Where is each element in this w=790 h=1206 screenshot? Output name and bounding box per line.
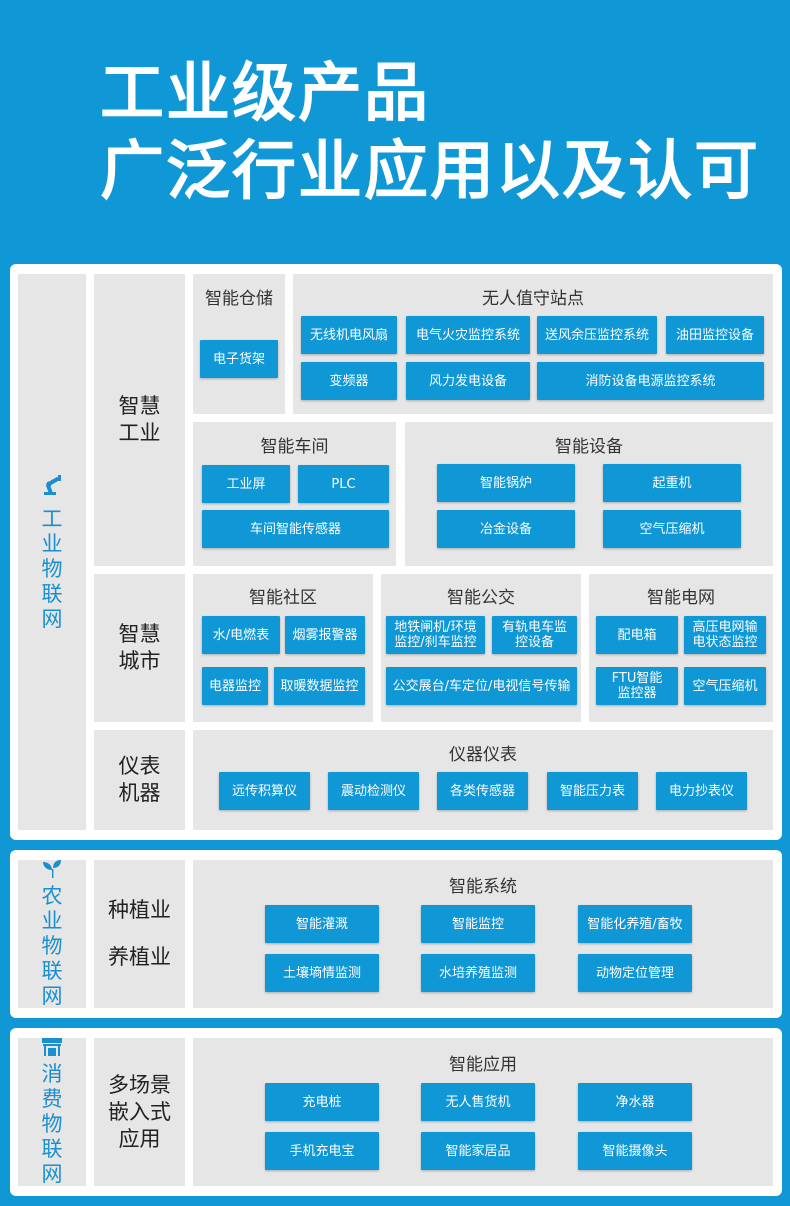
smart-city-category: 智慧城市 — [94, 574, 185, 722]
agriculture-iot-side: 农业物联网 — [18, 859, 86, 1008]
item-button[interactable]: 净水器 — [578, 1083, 692, 1121]
industrial-iot-panel: 工业物联网 智慧工业 智能仓储 电子货架 无人值守站点 无线机电风扇 电气火灾监… — [10, 264, 782, 840]
item-button[interactable]: 手机充电宝 — [265, 1132, 379, 1170]
unattended-title: 无人值守站点 — [482, 289, 584, 309]
item-button[interactable]: 水/电燃表 — [202, 616, 280, 654]
industrial-iot-side: 工业物联网 — [18, 274, 86, 830]
item-button[interactable]: 取暖数据监控 — [274, 667, 365, 705]
item-button[interactable]: 电力抄表仪 — [656, 772, 747, 810]
agriculture-category: 种植业 养植业 — [94, 860, 185, 1008]
item-button[interactable]: 空气压缩机 — [684, 667, 766, 705]
equipment-section: 智能设备 智能锅炉 起重机 冶金设备 空气压缩机 — [405, 422, 773, 566]
item-button[interactable]: 起重机 — [603, 464, 741, 502]
consumer-iot-label: 消费物联网 — [41, 1061, 63, 1186]
item-button[interactable]: 充电桩 — [265, 1083, 379, 1121]
grid-section: 智能电网 配电箱 高压电网输电状态监控 FTU智能监控器 空气压缩机 — [589, 574, 773, 722]
item-button[interactable]: 地铁闸机/环境监控/刹车监控 — [386, 616, 485, 654]
instruments-title: 仪器仪表 — [449, 745, 517, 765]
agri-system-section: 智能系统 智能灌溉 智能监控 智能化养殖/畜牧 土壤墒情监测 水培养殖监测 动物… — [193, 860, 773, 1008]
item-button[interactable]: 空气压缩机 — [603, 510, 741, 548]
bus-section: 智能公交 地铁闸机/环境监控/刹车监控 有轨电车监控设备 公交展台/车定位/电视… — [381, 574, 581, 722]
item-button[interactable]: 震动检测仪 — [328, 772, 419, 810]
item-button[interactable]: 电器监控 — [202, 667, 268, 705]
item-button[interactable]: 动物定位管理 — [578, 954, 692, 992]
item-button[interactable]: 电气火灾监控系统 — [406, 316, 530, 354]
item-button[interactable]: 无线机电风扇 — [301, 316, 397, 354]
item-button[interactable]: PLC — [298, 465, 389, 503]
unattended-section: 无人值守站点 无线机电风扇 电气火灾监控系统 送风余压监控系统 油田监控设备 变… — [293, 274, 773, 414]
community-section: 智能社区 水/电燃表 烟雾报警器 电器监控 取暖数据监控 — [193, 574, 373, 722]
instruments-category: 仪表机器 — [94, 730, 185, 830]
item-button[interactable]: 风力发电设备 — [406, 362, 530, 400]
item-button[interactable]: 电子货架 — [200, 340, 278, 378]
item-button[interactable]: 智能化养殖/畜牧 — [578, 905, 692, 943]
headline-line-2: 广泛行业应用以及认可 — [100, 135, 760, 209]
industrial-iot-label: 工业物联网 — [41, 506, 63, 631]
item-button[interactable]: 车间智能传感器 — [202, 510, 389, 548]
item-button[interactable]: 工业屏 — [202, 465, 290, 503]
item-button[interactable]: 油田监控设备 — [666, 316, 764, 354]
workshop-section: 智能车间 工业屏 PLC 车间智能传感器 — [193, 422, 396, 566]
instruments-section: 仪器仪表 远传积算仪 震动检测仪 各类传感器 智能压力表 电力抄表仪 — [193, 730, 773, 830]
item-button[interactable]: 冶金设备 — [437, 510, 575, 548]
agriculture-iot-panel: 农业物联网 种植业 养植业 智能系统 智能灌溉 智能监控 智能化养殖/畜牧 土壤… — [10, 850, 782, 1018]
item-button[interactable]: 无人售货机 — [421, 1083, 535, 1121]
smart-city-label: 智慧城市 — [118, 622, 161, 673]
smart-industry-category: 智慧工业 — [94, 274, 185, 566]
consumer-iot-side: 消费物联网 — [18, 1037, 86, 1186]
item-button[interactable]: 有轨电车监控设备 — [492, 616, 577, 654]
sprout-icon — [41, 859, 63, 882]
bus-title: 智能公交 — [447, 588, 515, 608]
equipment-title: 智能设备 — [555, 437, 623, 457]
item-button[interactable]: 智能压力表 — [547, 772, 638, 810]
item-button[interactable]: 智能灌溉 — [265, 905, 379, 943]
smart-industry-label: 智慧工业 — [118, 394, 161, 445]
consumer-apps-section: 智能应用 充电桩 无人售货机 净水器 手机充电宝 智能家居品 智能摄像头 — [193, 1038, 773, 1186]
item-button[interactable]: 高压电网输电状态监控 — [684, 616, 766, 654]
item-button[interactable]: 消防设备电源监控系统 — [537, 362, 764, 400]
item-button[interactable]: 智能锅炉 — [437, 464, 575, 502]
agriculture-iot-label: 农业物联网 — [41, 883, 63, 1008]
planting-label: 种植业 — [108, 898, 171, 922]
item-button[interactable]: 智能家居品 — [421, 1132, 535, 1170]
item-button[interactable]: 公交展台/车定位/电视信号传输 — [386, 667, 577, 705]
warehouse-title: 智能仓储 — [205, 289, 273, 309]
item-button[interactable]: 土壤墒情监测 — [265, 954, 379, 992]
agri-system-title: 智能系统 — [449, 877, 517, 897]
item-button[interactable]: 配电箱 — [596, 616, 678, 654]
item-button[interactable]: 送风余压监控系统 — [537, 316, 657, 354]
consumer-category: 多场景嵌入式应用 — [94, 1038, 185, 1186]
item-button[interactable]: 智能监控 — [421, 905, 535, 943]
headline-line-1: 工业级产品 — [100, 57, 430, 131]
warehouse-section: 智能仓储 电子货架 — [193, 274, 285, 414]
instruments-label: 仪表机器 — [118, 754, 161, 805]
robot-arm-icon — [40, 473, 64, 501]
grid-title: 智能电网 — [647, 588, 715, 608]
item-button[interactable]: 各类传感器 — [437, 772, 528, 810]
consumer-apps-title: 智能应用 — [449, 1055, 517, 1075]
item-button[interactable]: 烟雾报警器 — [285, 616, 365, 654]
item-button[interactable]: 变频器 — [301, 362, 397, 400]
consumer-iot-panel: 消费物联网 多场景嵌入式应用 智能应用 充电桩 无人售货机 净水器 手机充电宝 … — [10, 1028, 782, 1196]
store-icon — [42, 1037, 62, 1060]
breeding-label: 养植业 — [108, 945, 171, 969]
multi-scenario-label: 多场景嵌入式应用 — [108, 1072, 171, 1151]
community-title: 智能社区 — [249, 588, 317, 608]
item-button[interactable]: 远传积算仪 — [219, 772, 310, 810]
item-button[interactable]: FTU智能监控器 — [596, 667, 678, 705]
item-button[interactable]: 智能摄像头 — [578, 1132, 692, 1170]
workshop-title: 智能车间 — [260, 437, 329, 457]
item-button[interactable]: 水培养殖监测 — [421, 954, 535, 992]
